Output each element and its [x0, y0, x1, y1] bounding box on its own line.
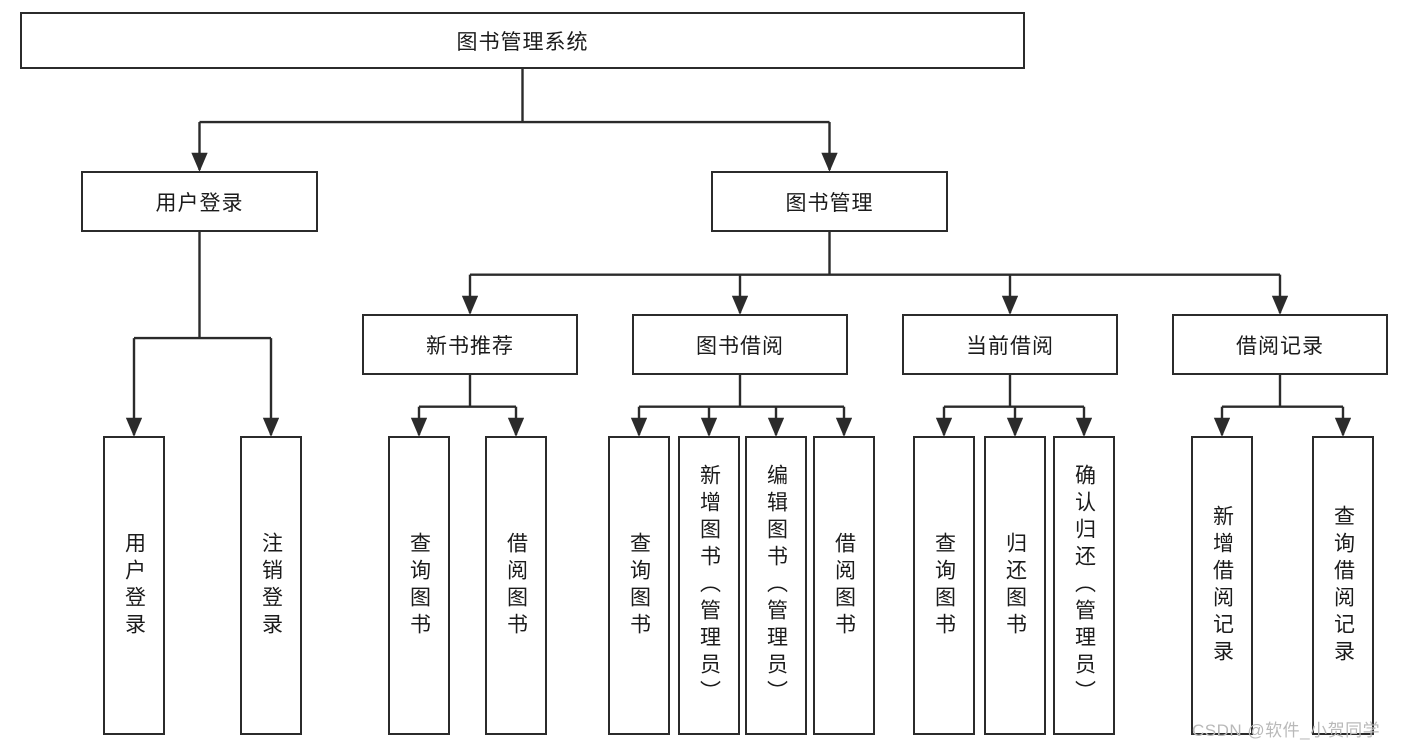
node-leaf-add-book-admin[interactable]: 新增图书（管理员）: [678, 436, 740, 735]
node-leaf-query-borrow-record[interactable]: 查询借阅记录: [1312, 436, 1374, 735]
node-leaf-borrow-book-2[interactable]: 借阅图书: [813, 436, 875, 735]
node-label: 查询图书: [627, 531, 651, 640]
node-label: 新增图书（管理员）: [697, 464, 721, 707]
node-leaf-query-book-2[interactable]: 查询图书: [608, 436, 670, 735]
node-label: 用户登录: [155, 191, 244, 215]
node-leaf-confirm-return-admin[interactable]: 确认归还（管理员）: [1053, 436, 1115, 735]
node-label: 新增借阅记录: [1210, 504, 1234, 667]
node-book-manage[interactable]: 图书管理: [711, 171, 948, 232]
node-leaf-return-book[interactable]: 归还图书: [984, 436, 1046, 735]
node-user-login[interactable]: 用户登录: [81, 171, 318, 232]
node-root[interactable]: 图书管理系统: [20, 12, 1025, 69]
node-borrow-record[interactable]: 借阅记录: [1172, 314, 1388, 375]
node-label: 归还图书: [1003, 531, 1027, 640]
node-leaf-user-login[interactable]: 用户登录: [103, 436, 165, 735]
node-label: 当前借阅: [966, 334, 1054, 358]
node-label: 借阅图书: [832, 531, 856, 640]
node-label: 新书推荐: [426, 334, 514, 358]
node-label: 图书管理系统: [456, 30, 589, 54]
node-label: 查询图书: [932, 531, 956, 640]
node-book-borrow[interactable]: 图书借阅: [632, 314, 848, 375]
node-leaf-add-borrow-record[interactable]: 新增借阅记录: [1191, 436, 1253, 735]
csdn-watermark: CSDN @软件_小贺同学: [1192, 721, 1381, 740]
node-new-book-recommend[interactable]: 新书推荐: [362, 314, 578, 375]
node-label: 查询图书: [407, 531, 431, 640]
node-leaf-query-book-3[interactable]: 查询图书: [913, 436, 975, 735]
node-label: 图书管理: [785, 191, 874, 215]
node-leaf-user-logout[interactable]: 注销登录: [240, 436, 302, 735]
node-label: 查询借阅记录: [1331, 504, 1355, 667]
node-leaf-edit-book-admin[interactable]: 编辑图书（管理员）: [745, 436, 807, 735]
node-current-borrow[interactable]: 当前借阅: [902, 314, 1118, 375]
node-leaf-borrow-book-1[interactable]: 借阅图书: [485, 436, 547, 735]
node-label: 编辑图书（管理员）: [764, 464, 788, 707]
node-label: 用户登录: [122, 531, 146, 640]
node-label: 注销登录: [259, 531, 283, 640]
node-label: 借阅图书: [504, 531, 528, 640]
node-label: 借阅记录: [1236, 334, 1324, 358]
node-leaf-query-book-1[interactable]: 查询图书: [388, 436, 450, 735]
node-label: 图书借阅: [696, 334, 784, 358]
node-label: 确认归还（管理员）: [1072, 464, 1096, 707]
